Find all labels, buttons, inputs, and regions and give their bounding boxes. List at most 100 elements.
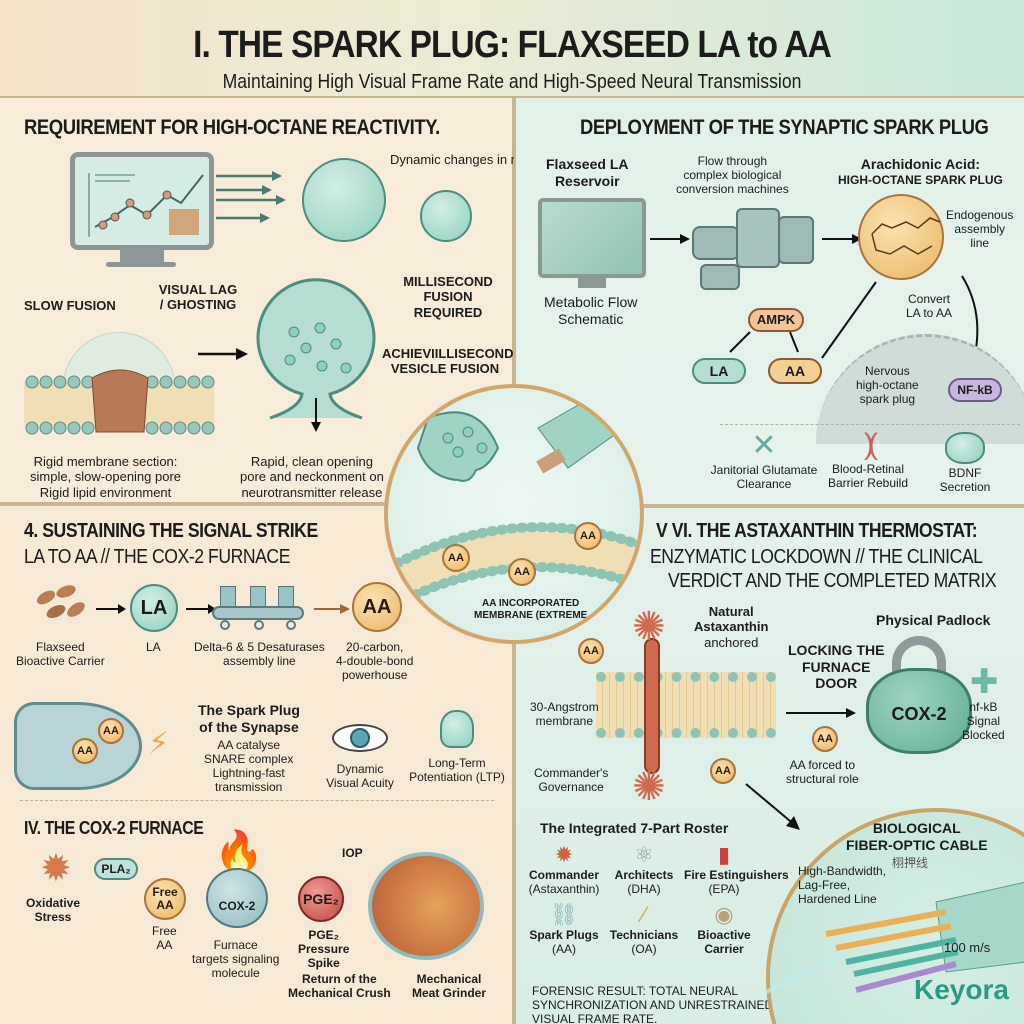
seed-icon: ◉ bbox=[714, 902, 734, 928]
moving-cell-icon bbox=[420, 190, 472, 242]
node-aa: AA bbox=[768, 358, 822, 384]
astaxanthin-rod bbox=[644, 638, 660, 774]
wand-icon: ⁄ bbox=[642, 902, 646, 928]
cable-description: High-Bandwidth,Lag-Free,Hardened Line bbox=[798, 864, 887, 907]
slow-fusion-label: SLOW FUSION bbox=[24, 298, 116, 313]
fiber-cable-illustration bbox=[765, 881, 1024, 994]
membrane-illustration bbox=[596, 672, 776, 738]
monitor-stand bbox=[120, 250, 164, 264]
rigid-membrane-caption: Rigid membrane section: simple, slow-ope… bbox=[30, 454, 182, 500]
synapse-aa-2: AA bbox=[72, 738, 98, 764]
arrow-icon bbox=[198, 348, 248, 360]
reservoir-monitor-icon bbox=[538, 198, 646, 278]
oxidative-stress-icon: ✹ bbox=[40, 848, 72, 890]
speed-label: 100 m/s bbox=[944, 940, 991, 955]
node-nfkb: NF-kB bbox=[948, 378, 1002, 402]
inset-aa-2: AA bbox=[508, 558, 536, 586]
monitor-icon bbox=[70, 152, 214, 250]
cox2-padlock: COX-2 bbox=[866, 668, 972, 754]
dynamic-changes-label: Dynamic changes in motion bbox=[390, 152, 550, 167]
sun-icon: ✹ bbox=[554, 842, 574, 867]
roster-technicians: ⁄Technicians(OA) bbox=[604, 902, 684, 956]
node-la: LA bbox=[692, 358, 746, 384]
divider bbox=[20, 800, 494, 801]
broom-icon: ✕ bbox=[751, 429, 777, 462]
padlock-shackle bbox=[892, 636, 946, 686]
page-subtitle: Maintaining High Visual Frame Rate and H… bbox=[222, 71, 802, 93]
panel-heading: DEPLOYMENT OF THE SYNAPTIC SPARK PLUG bbox=[580, 116, 989, 139]
brain-icon bbox=[945, 432, 985, 464]
panel-deployment: DEPLOYMENT OF THE SYNAPTIC SPARK PLUG Fl… bbox=[514, 96, 1024, 506]
monitor-stand bbox=[578, 278, 606, 288]
molecule-icon: ⚛ bbox=[634, 842, 654, 867]
fast-vesicle-illustration bbox=[256, 278, 376, 432]
roster-architects: ⚛Architects(DHA) bbox=[604, 842, 684, 896]
aa-node-3: AA bbox=[812, 726, 838, 752]
conversion-machine-icon bbox=[692, 204, 816, 290]
panel-astaxanthin: V VI. THE ASTAXANTHIN THERMOSTAT: ENZYMA… bbox=[514, 506, 1024, 1024]
arrow-icon bbox=[822, 234, 862, 244]
barrier-icon: )( bbox=[864, 428, 878, 461]
inset-aa-3: AA bbox=[574, 522, 602, 550]
keyora-logo: Keyora bbox=[914, 974, 1009, 1005]
motion-arrows-icon bbox=[216, 171, 286, 223]
node-ampk: AMPK bbox=[748, 308, 804, 332]
iop-label: IOP bbox=[342, 846, 363, 860]
synapse-terminal bbox=[14, 702, 142, 790]
roster-spark-plugs: ⛓Spark Plugs(AA) bbox=[524, 902, 604, 956]
arrow-icon bbox=[650, 234, 690, 244]
panel-heading: 4. SUSTAINING THE SIGNAL STRIKE bbox=[24, 520, 318, 542]
aa-node-1: AA bbox=[578, 638, 604, 664]
fire-extinguisher-icon: ▮ bbox=[717, 842, 731, 867]
inset-aa-1: AA bbox=[442, 544, 470, 572]
la-node: LA bbox=[130, 584, 178, 632]
pla2-node: PLA₂ bbox=[94, 858, 138, 880]
divider bbox=[720, 424, 1020, 425]
rapid-opening-caption: Rapid, clean opening pore and neckonment… bbox=[240, 454, 384, 500]
astaxanthin-ring-bottom: ✺ bbox=[632, 765, 666, 809]
roster-fire-extinguishers: ▮Fire Estinguishers(EPA) bbox=[684, 842, 789, 897]
panel-requirement: REQUIREMENT FOR HIGH-OCTANE REACTIVITY. … bbox=[0, 96, 550, 504]
arachidonic-acid-sphere bbox=[858, 194, 944, 280]
arrow-icon bbox=[314, 604, 350, 614]
arrow-icon bbox=[786, 708, 856, 718]
cable-cjk: 栩押线 bbox=[892, 856, 929, 870]
spark-plug-icon: ⛓ bbox=[550, 902, 578, 928]
lightning-icon: ⚡ bbox=[148, 727, 170, 760]
panel-subheading-2: VERDICT AND THE COMPLETED MATRIX bbox=[668, 570, 997, 592]
flame-icon: 🔥 bbox=[214, 830, 264, 874]
rigid-membrane-illustration bbox=[24, 332, 215, 435]
padlock-title: Physical Padlock bbox=[876, 612, 991, 628]
achieve-fusion-label: ACHIEVIILLISECOND VESICLE FUSION bbox=[382, 346, 514, 377]
conveyor-icon bbox=[212, 586, 304, 632]
plus-icon: ✚ bbox=[970, 663, 999, 701]
astaxanthin-ring-top: ✺ bbox=[632, 605, 666, 649]
panel-heading: REQUIREMENT FOR HIGH-OCTANE REACTIVITY. bbox=[24, 116, 440, 139]
